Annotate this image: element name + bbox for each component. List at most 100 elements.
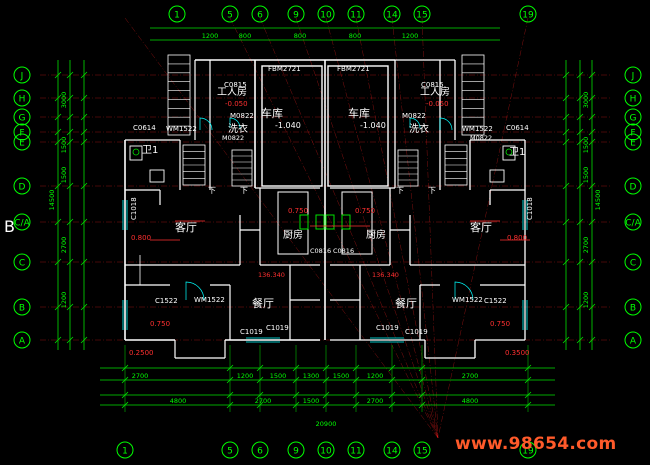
level-entry-right: 0.3500 [505, 349, 530, 357]
col-bubble-bottom [116, 441, 134, 459]
dim-bottom-1: 2700 [132, 372, 149, 380]
dim-tick [588, 258, 596, 266]
room-living-right: 客厅 [470, 220, 492, 234]
tag-c0815-right: C0815 [421, 81, 444, 89]
dim-tick [562, 94, 570, 102]
room-laundry-right: 洗衣 [409, 122, 429, 135]
col-bubble-bottom [519, 441, 537, 459]
dim-tick [576, 128, 584, 136]
dim-tick [576, 94, 584, 102]
row-bubble-left-label: A [19, 337, 26, 347]
toilet-icon [129, 145, 143, 161]
dim-tick [66, 336, 74, 344]
room-garage-left: 车库 [261, 106, 283, 120]
room-wc-left: 卫1 [142, 145, 158, 156]
col-bubble-bottom-label: 5 [227, 447, 233, 457]
tag-fbm-right: FBM2721 [337, 65, 370, 73]
axis-line-col [124, 17, 439, 439]
col-bubble-top-label: 19 [522, 11, 534, 21]
row-bubble-right-label: H [630, 95, 637, 105]
dim-tick [80, 218, 88, 226]
dim-tick [588, 336, 596, 344]
dim-right: 1200 [582, 292, 590, 309]
level-dining-left: 0.750 [150, 320, 170, 328]
watermark-text: www.98654.com [455, 434, 617, 454]
dim-tick [54, 258, 62, 266]
dim-tick [576, 336, 584, 344]
row-bubble-right-label: D [630, 183, 637, 193]
dim-tick [588, 113, 596, 121]
axis-bubbles [13, 5, 642, 459]
dim-tick [54, 303, 62, 311]
tag-c1018-right: C1018 [526, 197, 534, 220]
row-bubble-right-label: G [630, 114, 637, 124]
row-bubble-left [13, 253, 31, 271]
stair-right-top [461, 54, 485, 136]
row-bubble-right [624, 108, 642, 126]
dim-tick [66, 258, 74, 266]
dim-left: 1500 [60, 137, 68, 154]
appliance-icon [341, 214, 351, 230]
level-garage-left: -1.040 [275, 121, 301, 130]
row-bubble-left-label: D [19, 183, 26, 193]
note-level-right: 136.340 [372, 271, 399, 279]
dim-tick [562, 303, 570, 311]
row-bubble-right [624, 123, 642, 141]
col-bubble-top [347, 5, 365, 23]
level-maid-right: -0.050 [426, 100, 449, 108]
dim-tick [66, 71, 74, 79]
dim-left: 1200 [60, 292, 68, 309]
dim-bottom-1: 1500 [270, 372, 287, 380]
axis-line-col [421, 17, 439, 439]
level-garage-right: -1.040 [360, 121, 386, 130]
row-bubble-left-label: F [19, 129, 24, 139]
dim-bottom-2: 1500 [303, 397, 320, 405]
row-bubble-left [13, 213, 31, 231]
dim-right: 2700 [582, 237, 590, 254]
dim-tick [54, 128, 62, 136]
dim-tick [562, 336, 570, 344]
dim-top: 800 [294, 32, 306, 40]
room-maid-right: 工人房 [420, 85, 450, 98]
col-bubble-bottom-label: 19 [522, 447, 534, 457]
row-bubble-left [13, 89, 31, 107]
row-bubble-right-label: C/A [625, 219, 641, 229]
col-bubble-top-label: 6 [257, 11, 263, 21]
room-living-left: 客厅 [175, 220, 197, 234]
dim-tick [54, 113, 62, 121]
level-kitchen-left: 0.750 [288, 207, 308, 215]
door-swing-icon [439, 117, 453, 131]
tag-c1018-left: C1018 [130, 197, 138, 220]
row-bubble-right-label: J [631, 72, 635, 82]
room-garage-right: 车库 [348, 106, 370, 120]
col-bubble-top-label: 14 [386, 11, 398, 21]
room-kitchen-left: 厨房 [283, 228, 303, 241]
dim-bottom-1: 1200 [367, 372, 384, 380]
garage-right-outline [327, 65, 389, 187]
room-dining-right: 餐厅 [395, 296, 417, 310]
tag-c0816-right: C0816 [333, 247, 354, 255]
note-level-left: 136.340 [258, 271, 285, 279]
note-down-3: 下 [396, 186, 404, 195]
row-bubble-right [624, 89, 642, 107]
col-bubble-bottom [383, 441, 401, 459]
row-bubble-right-label: E [630, 139, 636, 149]
tag-c1522-left: C1522 [155, 297, 178, 305]
basin-icon [149, 169, 165, 183]
dim-tick [576, 258, 584, 266]
row-bubble-left [13, 133, 31, 151]
dim-tick [54, 218, 62, 226]
dim-tick [562, 218, 570, 226]
row-bubble-right [624, 66, 642, 84]
col-bubble-top [251, 5, 269, 23]
dim-tick [54, 336, 62, 344]
dim-tick [576, 303, 584, 311]
toilet-bowl [132, 148, 140, 156]
tag-m0822b-left: M0822 [222, 134, 244, 142]
row-bubble-right-label: B [630, 304, 636, 314]
room-kitchen-right: 厨房 [366, 228, 386, 241]
col-bubble-top [287, 5, 305, 23]
garage-left-outline [261, 65, 323, 187]
row-bubble-left [13, 123, 31, 141]
